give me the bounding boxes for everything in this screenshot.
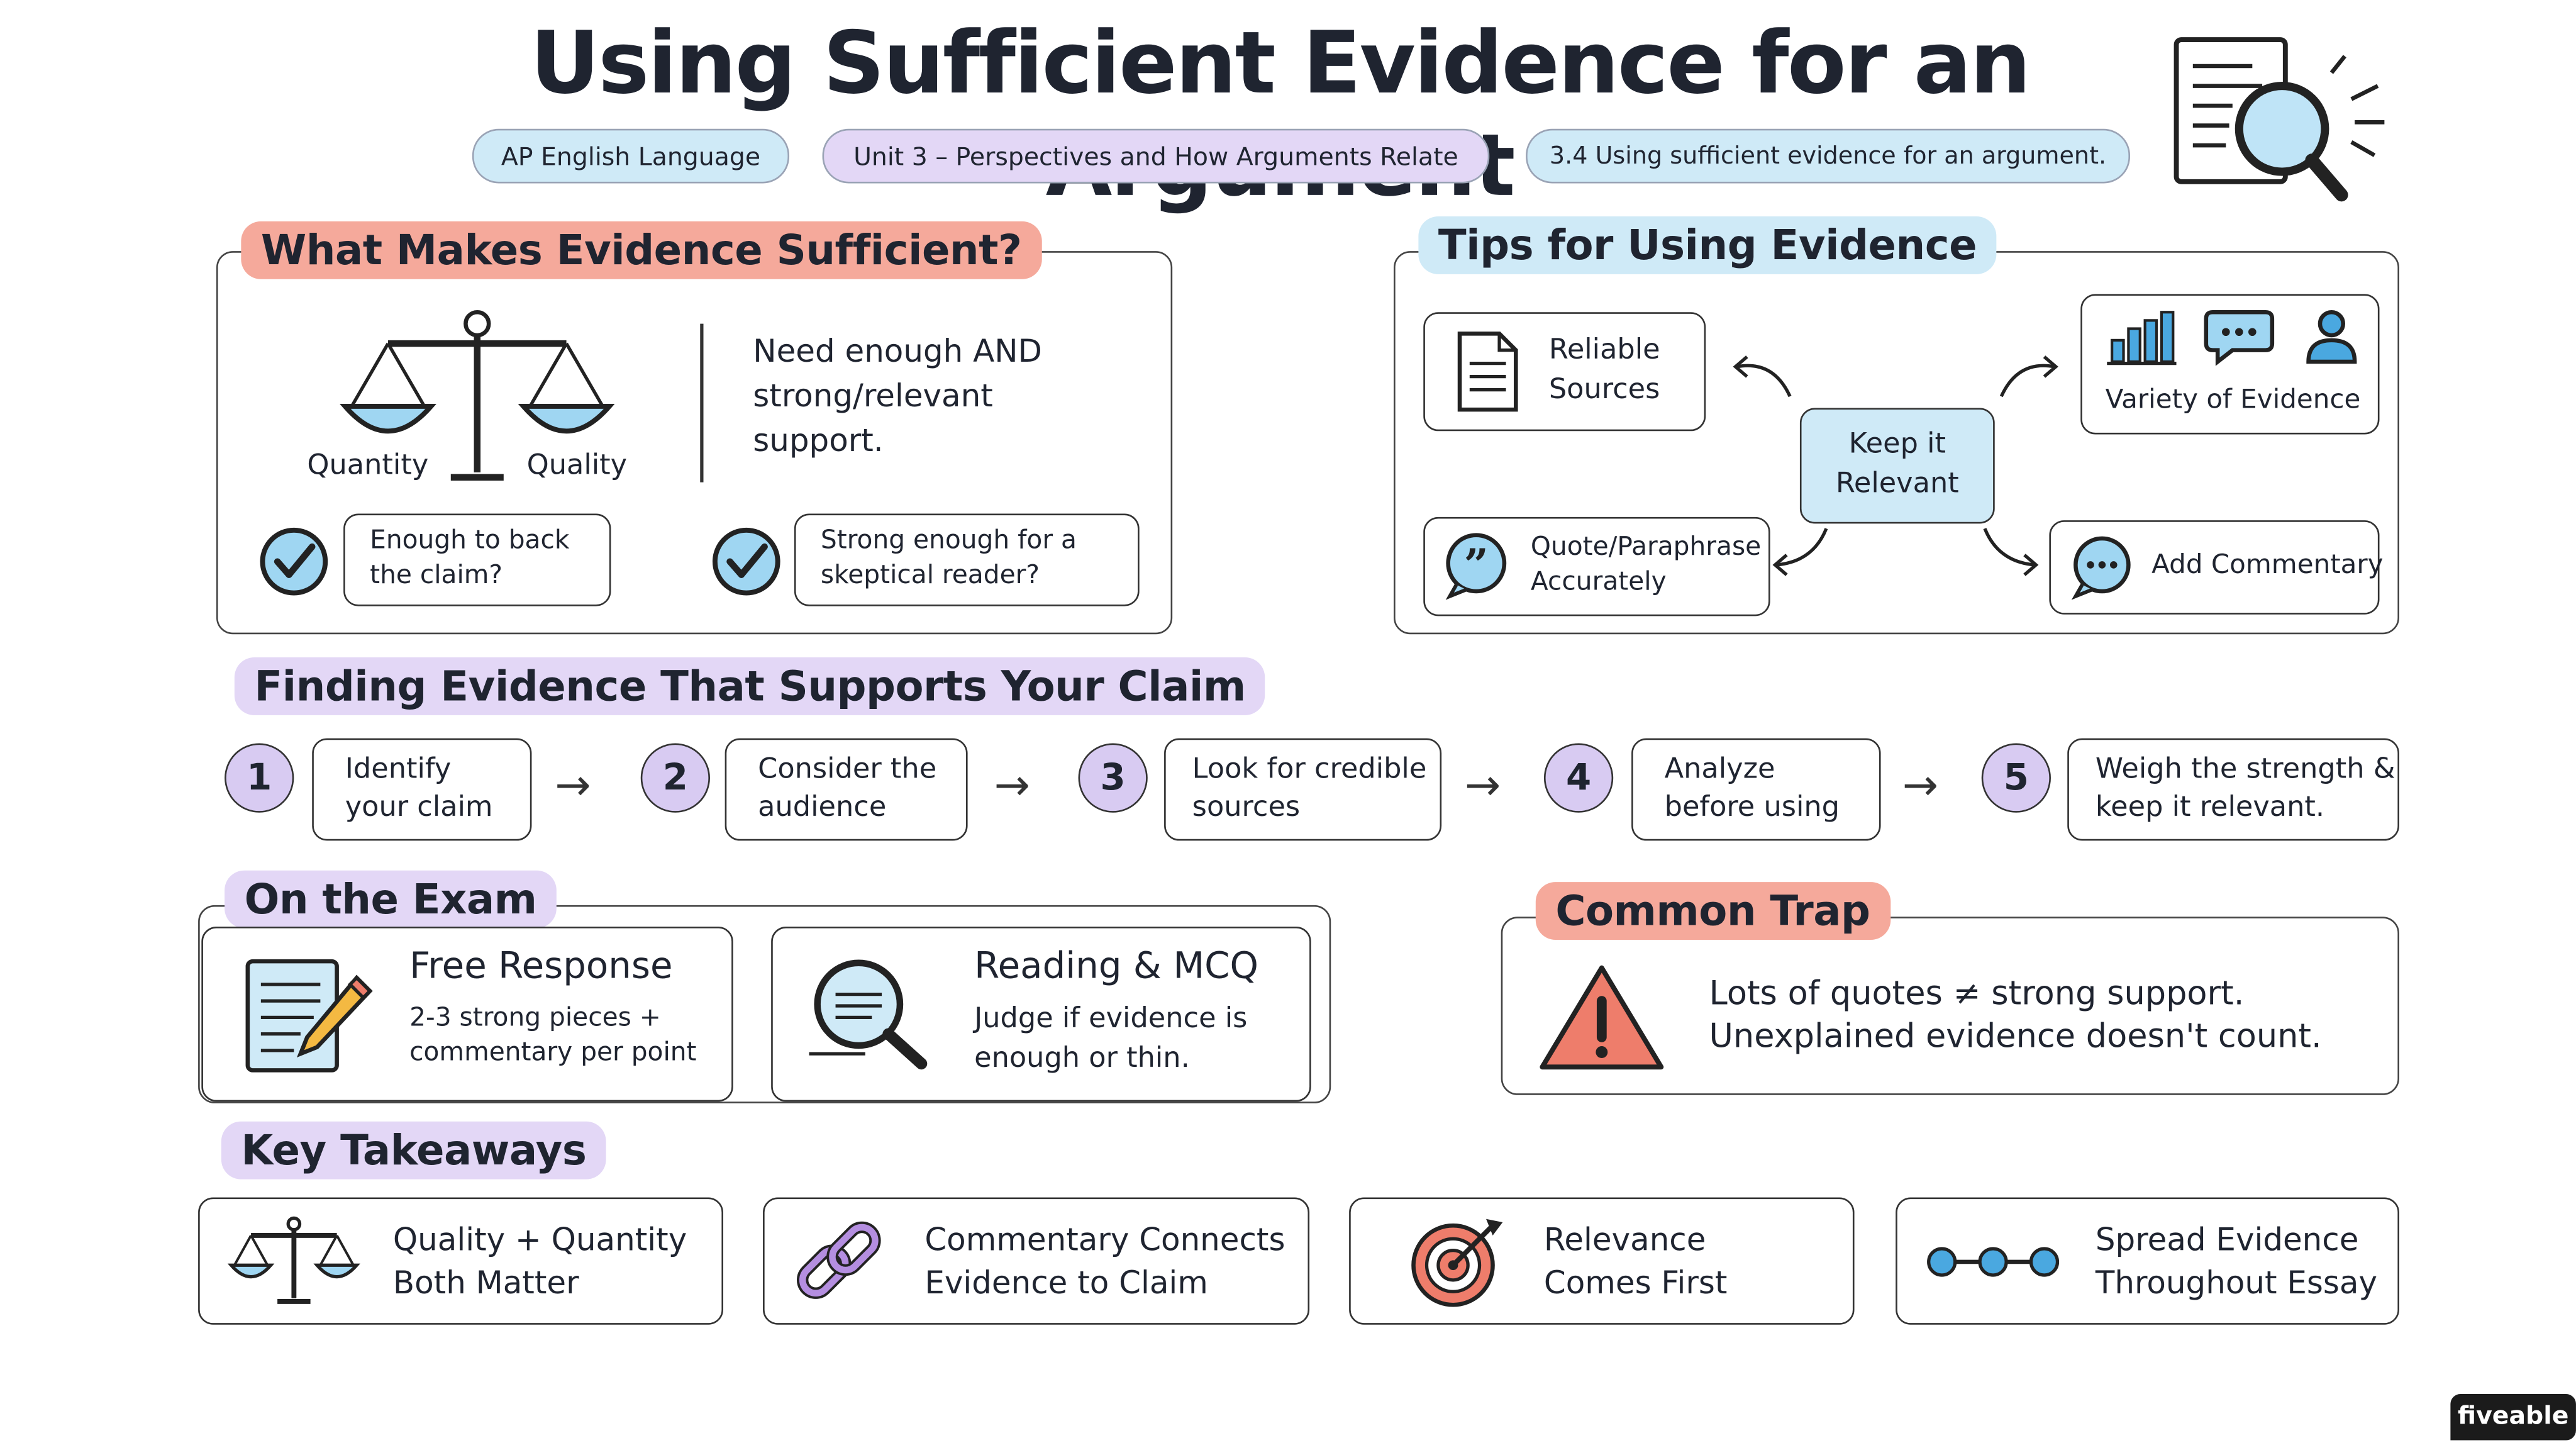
exam-frq-text: 2-3 strong pieces + commentary per point	[409, 1002, 697, 1068]
arrow-icon	[1999, 355, 2058, 398]
trap-line-1: Lots of quotes ≠ strong support.	[1709, 973, 2245, 1013]
arrow-icon	[1772, 528, 1828, 576]
bar-chart-icon	[2107, 311, 2177, 365]
sufficient-heading: What Makes Evidence Sufficient?	[241, 221, 1042, 279]
exam-panel	[198, 905, 1331, 1103]
pill-topic: 3.4 Using sufficient evidence for an arg…	[1526, 128, 2131, 184]
trap-line-2: Unexplained evidence doesn't count.	[1709, 1015, 2322, 1056]
step-1	[312, 738, 532, 841]
scale-label-quantity: Quantity	[307, 449, 429, 482]
document-icon	[1457, 332, 1518, 412]
magnifier-icon	[809, 959, 928, 1070]
pill-course: AP English Language	[472, 128, 790, 184]
divider	[700, 323, 703, 482]
step-2-text: Consider the audience	[758, 753, 937, 825]
brand-badge	[2450, 1394, 2576, 1441]
trap-panel	[1501, 917, 2399, 1095]
check-circle-icon	[712, 527, 780, 596]
step-5	[2067, 738, 2399, 841]
person-icon	[2306, 310, 2357, 364]
takeaway-text-3: Relevance Comes First	[1543, 1222, 1728, 1302]
tip-keep-relevant-label: Keep it Relevant	[1835, 428, 1959, 501]
speech-bubble-icon	[2204, 310, 2275, 366]
check-text-quality: Strong enough for a skeptical reader?	[820, 525, 1077, 590]
arrow-icon: →	[555, 761, 591, 811]
tip-quote-label: Quote/Paraphrase Accurately	[1530, 532, 1762, 596]
arrow-icon	[1733, 355, 1792, 398]
takeaways-heading: Key Takeaways	[221, 1121, 607, 1180]
step-number-4: 4	[1543, 743, 1614, 813]
chain-link-icon	[796, 1221, 881, 1299]
tip-reliable-label: Reliable Sources	[1548, 333, 1660, 406]
check-box-quantity	[343, 513, 611, 606]
exam-mcq-title: Reading & MCQ	[974, 946, 1258, 988]
takeaway-text-1: Quality + Quantity Both Matter	[392, 1222, 687, 1302]
scale-label-quality: Quality	[526, 449, 628, 482]
pill-unit: Unit 3 – Perspectives and How Arguments …	[822, 128, 1490, 184]
step-number-1: 1	[225, 743, 294, 813]
target-icon	[1411, 1219, 1503, 1307]
arrow-icon: →	[1902, 761, 1938, 811]
finding-heading: Finding Evidence That Supports Your Clai…	[234, 657, 1266, 715]
tip-variety-label: Variety of Evidence	[2105, 383, 2361, 415]
balance-scale-icon	[227, 1216, 360, 1304]
exam-frq-title: Free Response	[409, 946, 673, 988]
arrow-icon: →	[994, 761, 1030, 811]
step-4-text: Analyze before using	[1664, 753, 1840, 825]
step-3-text: Look for credible sources	[1192, 753, 1427, 825]
step-number-3: 3	[1078, 743, 1148, 813]
step-number-5: 5	[1981, 743, 2051, 813]
step-1-text: Identify your claim	[345, 753, 493, 825]
tip-commentary-label: Add Commentary	[2151, 548, 2384, 580]
sufficient-summary: Need enough AND strong/relevant support.	[753, 333, 1042, 459]
document-magnifier-icon	[2174, 37, 2385, 202]
page-title: Using Sufficient Evidence for an Argumen…	[530, 14, 2031, 216]
step-5-text: Weigh the strength & keep it relevant.	[2095, 753, 2396, 825]
step-3	[1164, 738, 1442, 841]
document-pencil-icon	[245, 959, 373, 1073]
warning-triangle-icon	[1540, 965, 1664, 1070]
connected-dots-icon	[1927, 1247, 2060, 1277]
tip-keep-relevant	[1799, 408, 1995, 524]
check-text-quantity: Enough to back the claim?	[370, 525, 570, 590]
step-2	[724, 738, 968, 841]
exam-heading: On the Exam	[225, 870, 557, 929]
exam-mcq-text: Judge if evidence is enough or thin.	[974, 1002, 1248, 1076]
takeaway-text-4: Spread Evidence Throughout Essay	[2095, 1222, 2378, 1302]
arrow-icon	[1983, 528, 2039, 576]
brand-logo: fiveable	[2457, 1400, 2569, 1430]
trap-heading: Common Trap	[1535, 882, 1890, 940]
check-box-quality	[794, 513, 1140, 606]
quote-bubble-icon: ”	[1445, 533, 1507, 600]
arrow-icon: →	[1464, 761, 1501, 811]
speech-bubble-icon	[2071, 536, 2131, 600]
takeaway-text-2: Commentary Connects Evidence to Claim	[924, 1222, 1285, 1302]
balance-scale-icon	[340, 310, 615, 481]
check-circle-icon	[260, 527, 328, 596]
step-number-2: 2	[640, 743, 711, 813]
svg-text:”: ”	[1464, 540, 1489, 591]
step-4	[1631, 738, 1881, 841]
tips-heading: Tips for Using Evidence	[1418, 216, 1997, 274]
